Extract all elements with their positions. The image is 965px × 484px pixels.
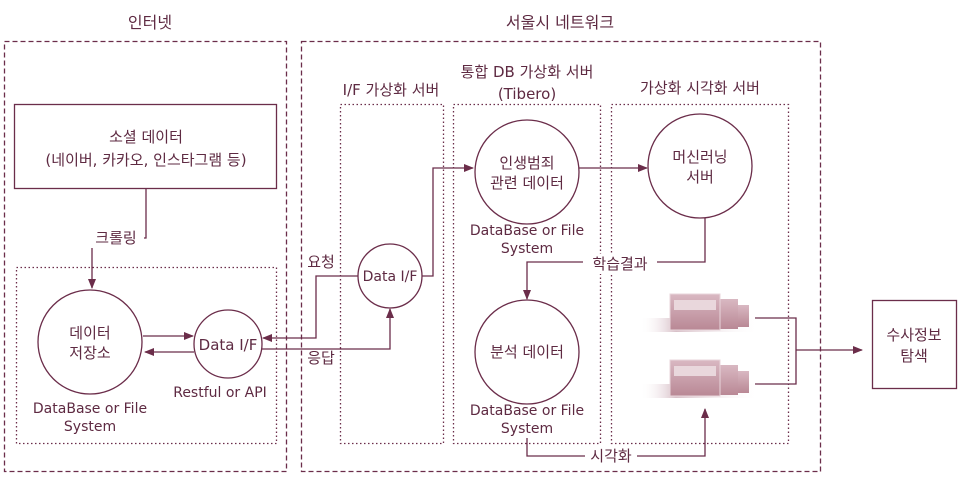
internet-inner-zone	[15, 266, 278, 445]
analysis-data-circle	[474, 299, 580, 405]
storage-label-2: 저장소	[69, 344, 111, 362]
if-server-title: I/F 가상화 서버	[343, 81, 440, 99]
analysis-db-label-1: DataBase or File	[470, 403, 584, 419]
response-arrow	[262, 308, 394, 350]
restful-api-label: Restful or API	[173, 385, 267, 401]
response-label: 응답	[307, 349, 335, 367]
crime-data-circle	[474, 119, 580, 225]
seoul-zone	[300, 40, 822, 473]
social-data-title: 소셜 데이터	[109, 128, 183, 146]
crawling-label: 크롤링	[95, 229, 136, 247]
crime-data-label-2: 관련 데이터	[490, 174, 564, 192]
db-server-subtitle: (Tibero)	[498, 85, 556, 103]
social-data-sources: (네이버, 카카오, 인스타그램 등)	[45, 151, 246, 169]
request-arrow	[262, 275, 358, 342]
data-if-server-label: Data I/F	[363, 269, 418, 285]
investigation-label-1: 수사정보	[886, 326, 941, 344]
storage-db-label-1: DataBase or File	[33, 401, 147, 417]
seoul-zone-title: 서울시 네트워크	[506, 13, 614, 32]
storage-db-label-2: System	[64, 419, 116, 435]
ml-server-label-1: 머신러닝	[672, 148, 727, 166]
vis-server-title: 가상화 시각화 서버	[640, 79, 760, 97]
learning-result-label: 학습결과	[592, 255, 647, 273]
crime-data-label-1: 인생범죄	[499, 154, 554, 172]
if-to-db-arrow	[422, 164, 474, 277]
social-data-box	[13, 103, 278, 190]
dashboard-image-1	[640, 293, 760, 332]
investigation-box	[871, 299, 958, 390]
internet-zone	[3, 40, 288, 473]
visualization-label: 시각화	[590, 447, 632, 465]
investigation-label-2: 탐색	[900, 347, 928, 365]
ml-server-label-2: 서버	[686, 168, 714, 186]
data-if-left-circle	[193, 309, 263, 379]
if-server-zone	[339, 103, 445, 445]
crime-db-label-1: DataBase or File	[470, 223, 584, 239]
request-label: 요청	[307, 253, 335, 271]
vis-server-zone	[610, 103, 790, 445]
analysis-db-label-2: System	[501, 421, 553, 437]
crime-db-label-2: System	[501, 241, 553, 257]
db-server-title: 통합 DB 가상화 서버	[461, 63, 594, 81]
ml-server-circle	[647, 113, 753, 219]
internet-zone-title: 인터넷	[128, 13, 172, 32]
dashboard-link	[755, 317, 797, 385]
data-if-left-label: Data I/F	[199, 336, 258, 354]
storage-circle	[37, 289, 143, 395]
dashboard-image-2	[640, 359, 760, 398]
analysis-data-label: 분석 데이터	[490, 343, 564, 361]
storage-label-1: 데이터	[69, 324, 110, 342]
